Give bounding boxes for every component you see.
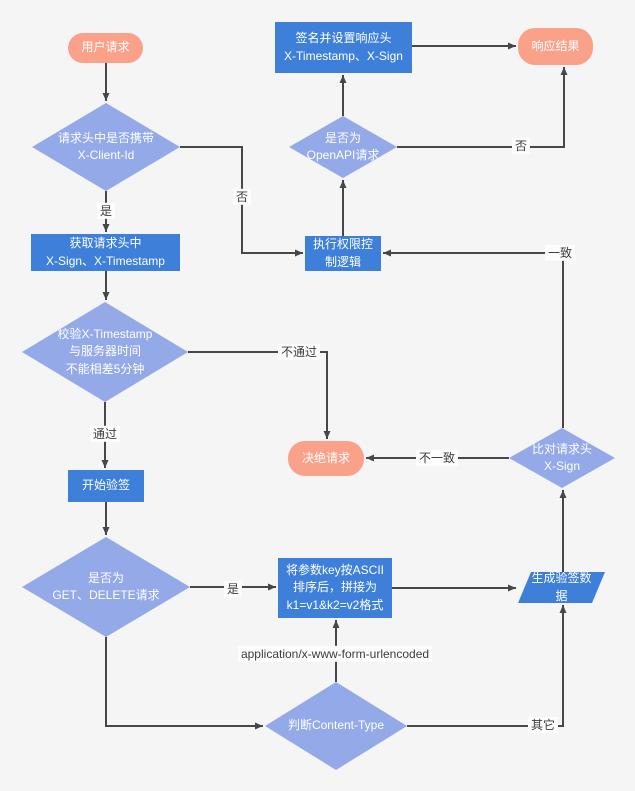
edge-label-yes-get-delete: 是 [223, 580, 243, 598]
edge-timestamp-fail [188, 351, 331, 439]
node-sort-params: 将参数key按ASCII 排序后，拼接为 k1=v1&k2=v2格式 [278, 558, 392, 618]
edge-label-other: 其它 [527, 716, 559, 734]
edge-label-no-openapi: 否 [511, 137, 531, 155]
node-gen-sign-data: 生成验签数 据 [518, 572, 605, 603]
edge-label-consistent: 一致 [544, 244, 576, 262]
edge-label-fail: 不通过 [277, 343, 321, 361]
node-response-result: 响应结果 [518, 28, 593, 65]
node-exec-permission: 执行权限控 制逻辑 [305, 236, 381, 271]
edge-label-pass: 通过 [89, 425, 121, 443]
edge-compare-consistent [383, 249, 564, 428]
node-sign-set-headers: 签名并设置响应头 X-Timestamp、X-Sign [275, 22, 412, 73]
edge-openapi-no [397, 67, 568, 148]
edge-label-urlencoded: application/x-www-form-urlencoded [237, 645, 433, 663]
node-start-verify: 开始验签 [68, 470, 144, 502]
edge-content-type-other [407, 605, 567, 727]
node-user-request: 用户请求 [68, 33, 143, 63]
edge-label-no-client-id: 否 [232, 188, 252, 206]
edge-label-yes-client-id: 是 [96, 202, 116, 220]
edge-label-inconsistent: 不一致 [415, 449, 459, 467]
edge-get-delete-down [105, 637, 263, 730]
node-get-headers: 获取请求头中 X-Sign、X-Timestamp [31, 234, 180, 271]
node-reject-request: 决绝请求 [288, 441, 364, 476]
